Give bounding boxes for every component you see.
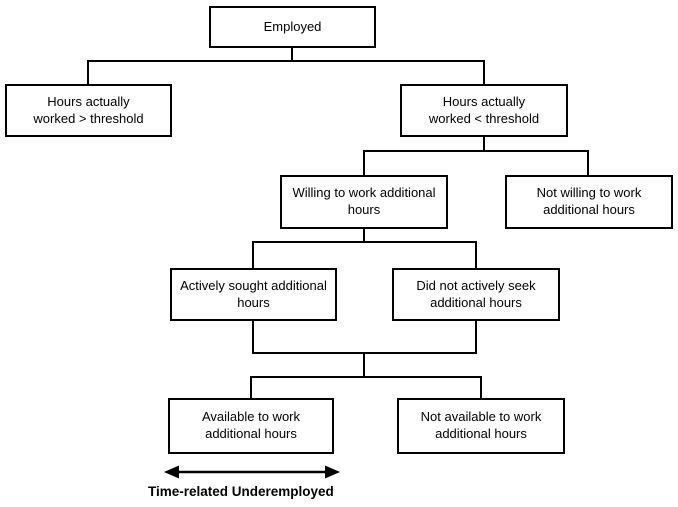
arrow-caption: Time-related Underemployed: [148, 484, 334, 499]
connector-line: [250, 376, 252, 398]
node-employed: Employed: [209, 6, 376, 48]
connector-line: [475, 241, 477, 268]
connector-line: [252, 241, 477, 243]
connector-line: [87, 60, 485, 62]
node-hours-above-threshold: Hours actually worked > threshold: [5, 84, 172, 137]
connector-line: [363, 229, 365, 241]
node-did-not-seek: Did not actively seek additional hours: [392, 268, 560, 321]
double-headed-arrow-icon: [164, 465, 340, 479]
node-not-willing-to-work: Not willing to work additional hours: [505, 175, 673, 229]
connector-line: [483, 137, 485, 150]
node-hours-below-threshold: Hours actually worked < threshold: [400, 84, 568, 137]
connector-line: [252, 241, 254, 268]
node-available: Available to work additional hours: [168, 398, 334, 454]
connector-line: [363, 352, 365, 376]
connector-line: [483, 60, 485, 84]
connector-line: [363, 150, 589, 152]
connector-line: [480, 376, 482, 398]
node-not-available: Not available to work additional hours: [397, 398, 565, 454]
connector-line: [87, 60, 89, 84]
connector-line: [475, 321, 477, 352]
connector-line: [363, 150, 365, 175]
node-actively-sought: Actively sought additional hours: [170, 268, 337, 321]
connector-line: [291, 48, 293, 60]
node-willing-to-work: Willing to work additional hours: [280, 175, 448, 229]
connector-line: [250, 376, 482, 378]
connector-line: [587, 150, 589, 175]
connector-line: [252, 321, 254, 352]
